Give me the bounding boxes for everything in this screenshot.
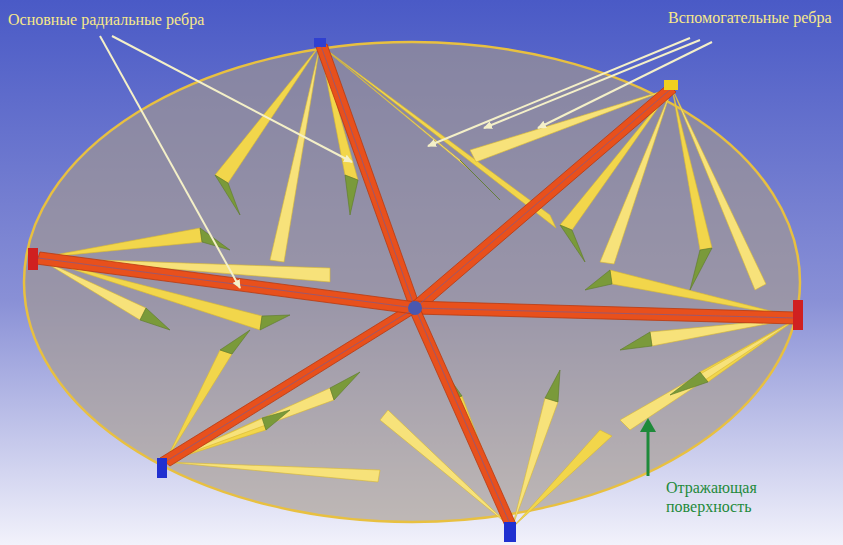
main-radial-ribs: [36, 44, 796, 528]
callout-label: Основные радиальные ребра: [8, 10, 308, 29]
reflector-rim: [24, 42, 800, 522]
rib-center-lines: [38, 46, 796, 526]
auxiliary-ribs: [38, 45, 798, 528]
hub: [408, 301, 422, 315]
surface-arrow: [640, 418, 656, 476]
callout-label: Отражающая поверхность: [666, 478, 786, 516]
leader-lines: [100, 36, 712, 288]
callout-label: Вспомогательные ребра: [668, 8, 836, 27]
